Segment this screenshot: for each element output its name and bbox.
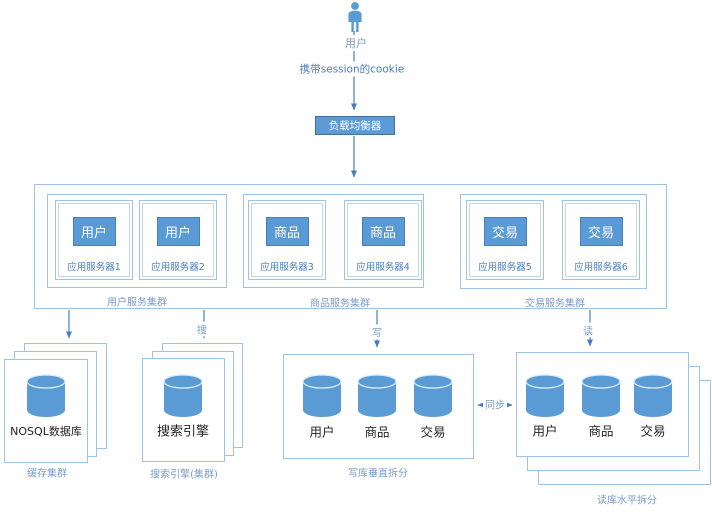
server-label: 应用服务器1: [67, 262, 121, 273]
database-cylinder-icon: [525, 374, 565, 417]
server-tag: 交易: [483, 217, 527, 246]
cache-caption: 缓存集群: [27, 468, 67, 480]
database-cylinder-icon: [413, 374, 453, 417]
database-cylinder-icon: [26, 374, 66, 417]
write-db-caption: 写库垂直拆分: [348, 468, 408, 480]
database-cylinder-icon: [633, 374, 673, 417]
read-db-label: 交易: [640, 423, 666, 439]
server-tag: 交易: [579, 217, 623, 246]
load-balancer-box: 负载均衡器: [315, 116, 395, 135]
server-label: 应用服务器2: [151, 262, 205, 273]
write-db-label: 商品: [364, 424, 390, 440]
sync-flow-label: 同步: [483, 396, 507, 412]
user-cluster-label: 用户服务集群: [107, 297, 167, 309]
app-server-5: 交易 应用服务器5: [466, 200, 544, 280]
server-tag: 用户: [72, 217, 116, 246]
server-tag: 商品: [361, 217, 405, 246]
write-db-label: 交易: [420, 424, 446, 440]
database-cylinder-icon: [581, 374, 621, 417]
user-icon: [348, 2, 362, 32]
product-cluster-label: 商品服务集群: [310, 298, 370, 310]
write-db-label: 用户: [309, 424, 335, 440]
server-label: 应用服务器5: [478, 262, 532, 273]
cache-db-label: NOSQL数据库: [10, 425, 82, 438]
app-server-3: 商品 应用服务器3: [248, 200, 326, 280]
server-tag: 商品: [265, 217, 309, 246]
server-label: 应用服务器6: [574, 262, 628, 273]
read-db-caption: 读库水平拆分: [597, 495, 657, 507]
server-label: 应用服务器4: [356, 262, 410, 273]
database-cylinder-icon: [163, 374, 203, 417]
search-db-label: 搜索引擎: [156, 424, 210, 440]
cookie-flow-label: 携带session的cookie: [297, 61, 407, 77]
read-db-label: 商品: [588, 423, 614, 439]
search-caption: 搜索引擎(集群): [150, 469, 218, 481]
app-server-2: 用户 应用服务器2: [139, 200, 217, 280]
write-flow-label: 写: [370, 324, 384, 340]
app-server-1: 用户 应用服务器1: [55, 200, 133, 280]
load-balancer-label: 负载均衡器: [328, 120, 382, 132]
app-server-6: 交易 应用服务器6: [562, 200, 640, 280]
trade-cluster-label: 交易服务集群: [525, 298, 585, 310]
read-flow-label: 读: [581, 322, 595, 338]
user-label: 用户: [343, 35, 369, 51]
database-cylinder-icon: [357, 374, 397, 417]
server-label: 应用服务器3: [260, 262, 314, 273]
database-cylinder-icon: [302, 374, 342, 417]
server-tag: 用户: [156, 217, 200, 246]
read-db-label: 用户: [532, 423, 558, 439]
app-server-4: 商品 应用服务器4: [344, 200, 422, 280]
search-flow-label: 搜: [195, 321, 209, 337]
